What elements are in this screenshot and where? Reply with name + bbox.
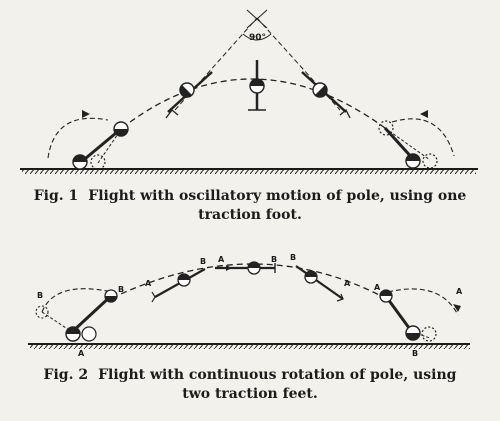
- label-left-b-start: B: [37, 291, 43, 300]
- figure-2-caption-line2: two traction feet.: [182, 386, 318, 402]
- figure-2-caption-line1: Flight with continuous rotation of pole,…: [98, 367, 457, 383]
- pole2-upper-right: [295, 265, 344, 302]
- left-swing-arc: [47, 110, 109, 159]
- figure-1-number: Fig. 1: [33, 188, 79, 204]
- pole-position-top: [248, 60, 266, 111]
- label-b-upper-left: B: [200, 257, 206, 266]
- ground: [20, 168, 478, 174]
- pole-position-left-ground: [72, 121, 129, 170]
- pole2-upper-left: [151, 268, 206, 303]
- pole2-right-ground: [379, 289, 437, 342]
- label-left-a-ground: A: [78, 349, 85, 358]
- label-a-upper-left: A: [145, 279, 152, 288]
- label-b-top: B: [271, 255, 277, 264]
- label-right-b-ground: B: [412, 349, 418, 358]
- right-swing-arc: [391, 110, 455, 157]
- pole2-left-ground: [41, 289, 118, 342]
- label-a-top: A: [218, 255, 225, 264]
- pole2-top: [215, 261, 276, 275]
- figure-2-diagram: B B A A B A B B A A A B: [28, 253, 470, 358]
- pole-position-right-ground: [378, 120, 438, 169]
- label-right-a-pole: A: [374, 283, 381, 292]
- figure-1-caption-line2: traction foot.: [198, 207, 302, 223]
- figure-1-diagram: 90°: [20, 9, 478, 174]
- left-rotation-arc: [41, 288, 113, 313]
- label-a-upper-right: A: [344, 279, 351, 288]
- figure-1-caption-line1: Flight with oscillatory motion of pole, …: [88, 188, 467, 204]
- figure-1-caption: Fig. 1 Flight with oscillatory motion of …: [0, 187, 500, 225]
- figure-2-caption: Fig. 2 Flight with continuous rotation of…: [0, 366, 500, 404]
- flight-trajectory: [121, 78, 386, 129]
- ground-2: [28, 343, 470, 349]
- label-right-a-end: A: [456, 287, 463, 296]
- right-arc-arrow: [453, 304, 461, 312]
- pole-position-upper-left: [165, 71, 213, 119]
- label-left-b-end: B: [118, 285, 124, 294]
- label-b-upper-right: B: [290, 253, 296, 262]
- right-rotation-arc: [387, 288, 459, 316]
- pole-position-upper-right: [301, 71, 351, 119]
- figure-2-number: Fig. 2: [43, 367, 89, 383]
- angle-label: 90°: [249, 33, 266, 43]
- ghost-foot-left: [35, 305, 49, 319]
